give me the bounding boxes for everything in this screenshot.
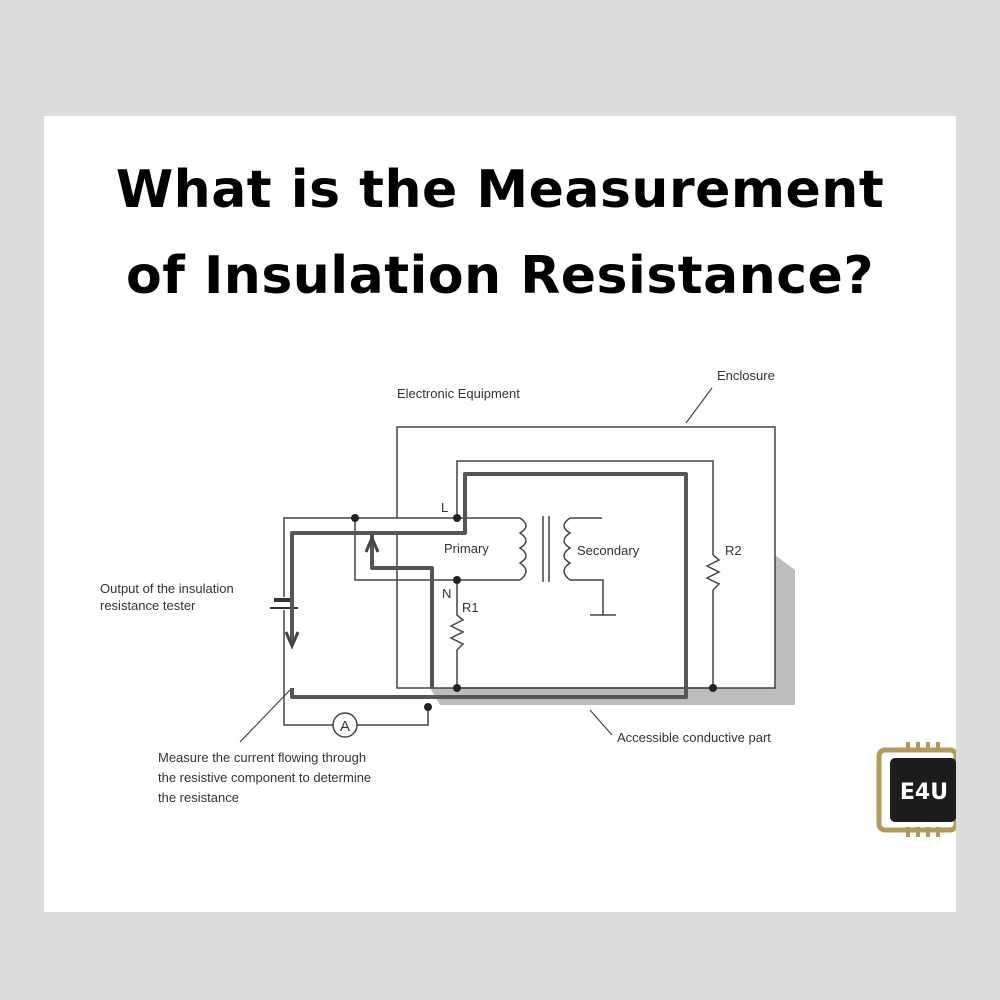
ammeter-icon (332, 712, 358, 738)
r2-wire (456, 460, 714, 689)
current-path-outer (290, 472, 688, 699)
label-electronic-equipment: Electronic Equipment (397, 386, 520, 401)
e4u-logo: E4U (876, 742, 956, 837)
enclosure-leader (685, 387, 713, 424)
label-r1: R1 (462, 600, 479, 615)
arrow-down-icon (284, 631, 300, 650)
label-accessible: Accessible conductive part (617, 730, 771, 745)
title-line-2: of Insulation Resistance? (126, 246, 874, 306)
enclosure-box (396, 426, 776, 689)
measure-leader (239, 689, 291, 743)
enclosure-shadow (430, 555, 795, 705)
title-line-1: What is the Measurement (115, 160, 885, 220)
accessible-leader (589, 709, 613, 736)
label-n: N (442, 586, 451, 601)
secondary-wire-ground (570, 517, 616, 616)
ammeter-label: A (340, 718, 350, 735)
label-r2: R2 (725, 543, 742, 558)
arrow-up-icon (364, 534, 380, 553)
label-measure-1: Measure the current flowing through (158, 750, 366, 765)
r2-resistor (705, 554, 721, 591)
label-enclosure: Enclosure (717, 368, 775, 383)
label-secondary: Secondary (577, 543, 640, 558)
label-l: L (441, 500, 448, 515)
label-measure-2: the resistive component to determine (158, 770, 371, 785)
label-tester-1: Output of the insulation (100, 581, 234, 596)
primary-wire (354, 517, 520, 581)
junction-dots (351, 514, 717, 711)
primary-coil (518, 517, 527, 581)
r1-resistor (449, 580, 465, 688)
label-tester-2: resistance tester (100, 598, 196, 613)
label-primary: Primary (444, 541, 489, 556)
tester-wire (283, 517, 457, 726)
current-path-inner (370, 533, 434, 688)
content-card (44, 116, 956, 912)
label-measure-3: the resistance (158, 790, 239, 805)
secondary-coil (563, 517, 572, 581)
logo-text: E4U (900, 780, 948, 805)
